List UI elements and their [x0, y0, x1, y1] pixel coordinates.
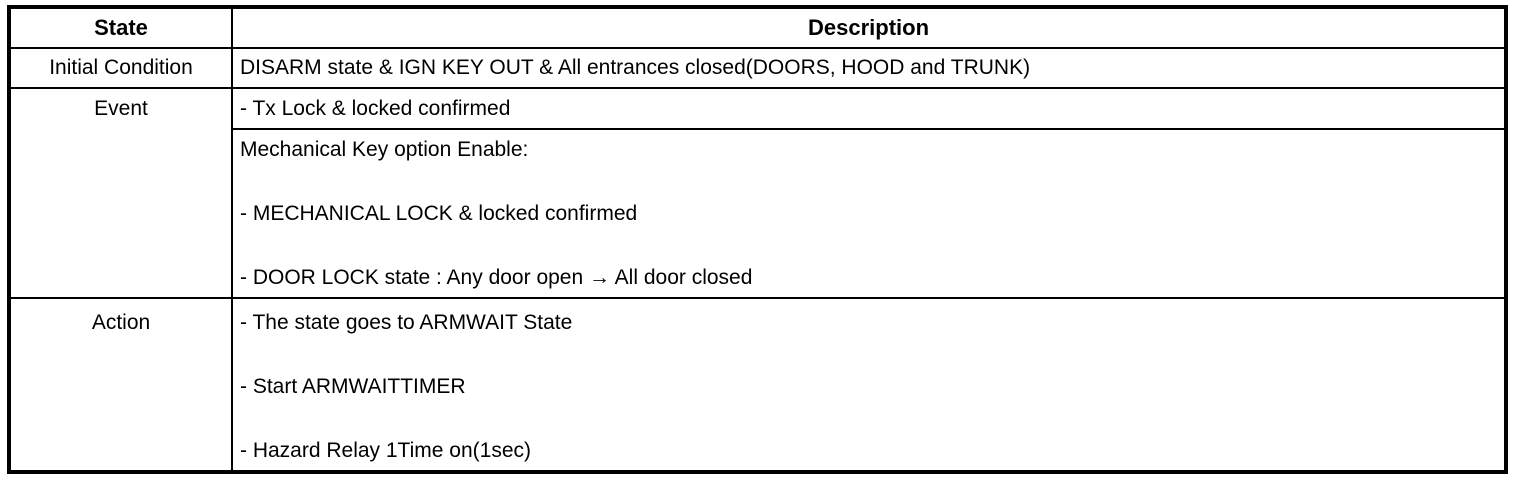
- table-row-event: Event - Tx Lock & locked confirmed: [8, 87, 1507, 299]
- desc-cell-action: - The state goes to ARMWAIT State - Star…: [231, 297, 1507, 473]
- column-header-state: State: [8, 6, 233, 49]
- desc-cell-event-tx-lock: - Tx Lock & locked confirmed: [231, 87, 1507, 130]
- desc-line: - MECHANICAL LOCK & locked confirmed: [240, 202, 638, 225]
- desc-line: - Hazard Relay 1Time on(1sec): [240, 439, 531, 462]
- state-cell-initial-condition: Initial Condition: [8, 47, 233, 89]
- desc-cell-initial-condition: DISARM state & IGN KEY OUT & All entranc…: [231, 47, 1507, 89]
- table-header-row: State Description: [8, 6, 1507, 49]
- desc-line: - DOOR LOCK state : Any door open → All …: [240, 266, 753, 289]
- desc-cell-event-mechanical: Mechanical Key option Enable: - MECHANIC…: [231, 128, 1507, 299]
- table-row-initial-condition: Initial Condition DISARM state & IGN KEY…: [8, 47, 1507, 89]
- state-cell-event: Event: [8, 87, 233, 299]
- desc-line: - Tx Lock & locked confirmed: [240, 96, 511, 120]
- desc-line: DISARM state & IGN KEY OUT & All entranc…: [240, 56, 1031, 79]
- table-row-action: Action - The state goes to ARMWAIT State…: [8, 297, 1507, 473]
- document-page: State Description Initial Condition DISA…: [7, 5, 1508, 474]
- state-cell-action: Action: [8, 297, 233, 473]
- desc-line: - The state goes to ARMWAIT State: [240, 311, 573, 334]
- desc-line: - Start ARMWAITTIMER: [240, 375, 466, 398]
- desc-line: Mechanical Key option Enable:: [240, 138, 529, 161]
- table-row-event-mechanical: Mechanical Key option Enable: - MECHANIC…: [9, 128, 1507, 299]
- column-header-description: Description: [231, 6, 1507, 49]
- state-description-table: State Description Initial Condition DISA…: [7, 5, 1508, 474]
